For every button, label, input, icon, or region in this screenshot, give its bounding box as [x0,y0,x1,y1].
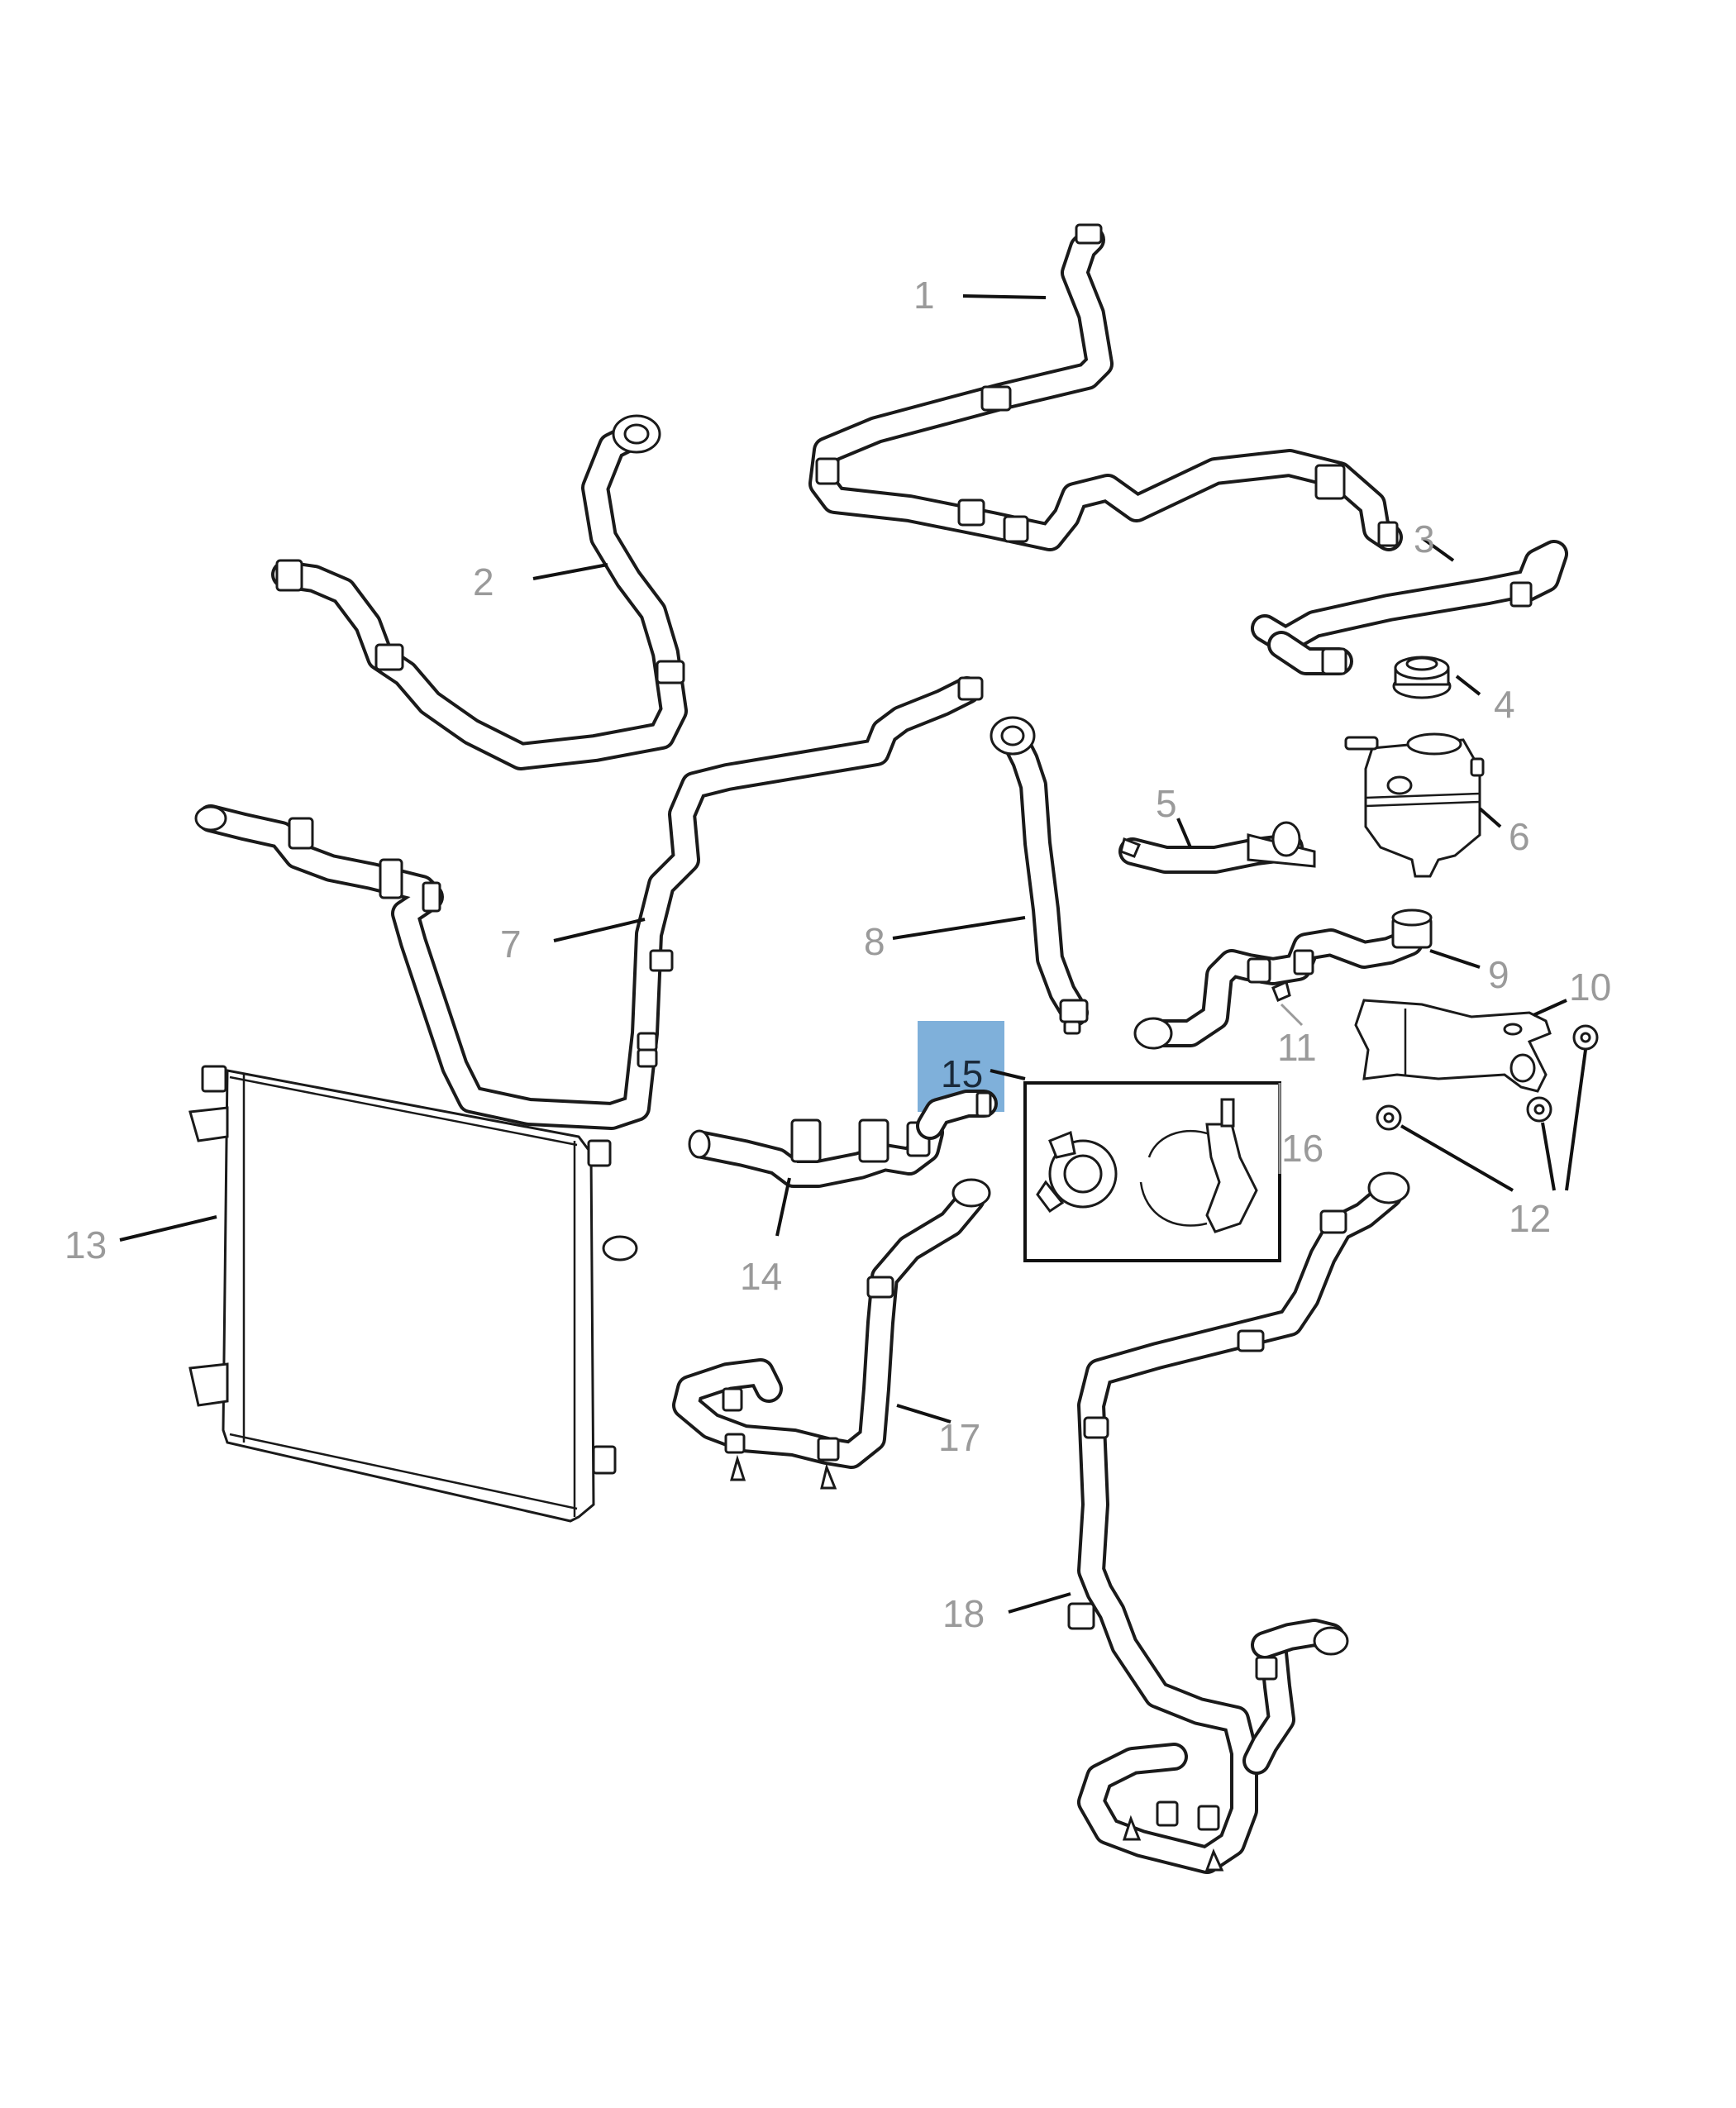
callout-labels: 1 2 3 4 5 6 7 8 9 10 11 12 13 14 15 16 1… [64,274,1611,1635]
callout-2: 2 [473,560,494,603]
callout-4: 4 [1494,683,1515,726]
part-3-hose[interactable] [1251,540,1568,675]
part-9-hose[interactable] [1133,909,1433,1050]
callout-5: 5 [1156,782,1177,825]
part-11-clip[interactable] [1271,980,1291,1002]
part-1-hose[interactable] [808,223,1403,551]
part-7-hose[interactable] [194,676,984,1130]
callout-18: 18 [942,1592,985,1635]
part-16-water-pump-box[interactable] [1023,1081,1281,1262]
callout-7: 7 [500,923,522,966]
callout-15: 15 [941,1052,983,1095]
part-8-hose[interactable] [990,716,1089,1035]
part-6-coolant-reservoir[interactable] [1344,732,1485,878]
part-13-radiator[interactable] [188,1065,638,1523]
callout-9: 9 [1488,953,1509,996]
callout-1: 1 [913,274,935,317]
part-17-hose[interactable] [672,1178,991,1490]
part-10-bracket[interactable] [1354,999,1552,1093]
callout-14: 14 [740,1255,782,1298]
part-5-hose[interactable] [1118,821,1316,874]
callout-13: 13 [64,1223,107,1266]
callout-10: 10 [1569,966,1611,1009]
part-2-hose[interactable] [271,414,688,770]
callout-17: 17 [938,1416,980,1459]
part-18-hose[interactable] [1067,1171,1410,1874]
leader-lines [119,294,1587,1614]
callout-16: 16 [1281,1127,1323,1170]
part-14-hose[interactable] [688,1118,944,1188]
part-15-highlight[interactable] [916,1021,1004,1140]
callout-8: 8 [864,920,885,963]
callout-3: 3 [1414,517,1435,560]
part-4-pressure-cap[interactable] [1392,656,1452,699]
callout-11: 11 [1277,1026,1317,1069]
callout-6: 6 [1509,815,1530,858]
callout-12: 12 [1509,1197,1551,1240]
part-12-nuts[interactable] [1376,1024,1599,1131]
